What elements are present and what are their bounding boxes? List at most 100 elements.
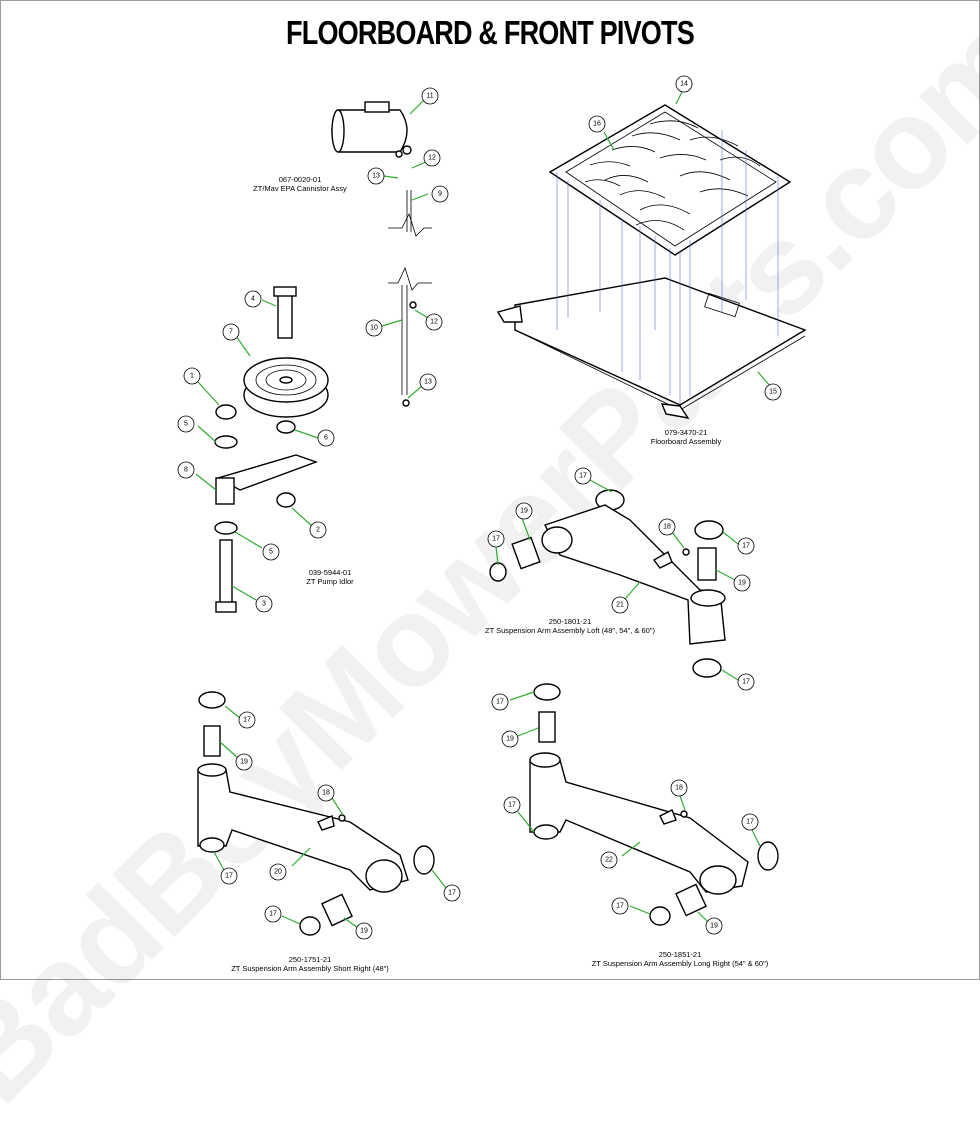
svg-text:12: 12 <box>430 319 438 326</box>
callout-10: 10 <box>365 319 403 337</box>
cannister-caption: 067-0020-01 ZT/Mav EPA Cannistor Assy <box>240 175 360 193</box>
svg-text:17: 17 <box>269 911 277 918</box>
svg-text:19: 19 <box>520 508 528 515</box>
svg-text:18: 18 <box>322 790 330 797</box>
callout-17: 17 <box>224 705 256 729</box>
svg-text:22: 22 <box>605 857 613 864</box>
svg-text:7: 7 <box>229 329 233 336</box>
svg-text:17: 17 <box>243 717 251 724</box>
callout-13: 13 <box>367 167 399 185</box>
svg-text:17: 17 <box>746 819 754 826</box>
svg-text:17: 17 <box>448 890 456 897</box>
arm-long-right-drawing <box>529 683 779 926</box>
callout-17: 17 <box>741 813 761 847</box>
svg-text:19: 19 <box>506 736 514 743</box>
pump-idler-caption: 039-5944-01 ZT Pump Idlor <box>280 568 380 586</box>
callout-18: 18 <box>658 518 685 549</box>
svg-text:14: 14 <box>680 81 688 88</box>
callout-7: 7 <box>222 323 251 357</box>
svg-text:1: 1 <box>190 373 194 380</box>
arm-short-right-part-number: 250-1751-21 <box>288 955 332 964</box>
callout-1: 1 <box>183 367 220 406</box>
svg-text:4: 4 <box>251 296 255 303</box>
hose-10-drawing <box>388 266 432 407</box>
callout-19: 19 <box>515 502 533 541</box>
svg-text:5: 5 <box>269 549 273 556</box>
callout-19: 19 <box>715 569 751 592</box>
svg-text:6: 6 <box>324 435 328 442</box>
callout-18: 18 <box>317 784 344 816</box>
svg-text:9: 9 <box>438 191 442 198</box>
callout-19: 19 <box>697 911 723 935</box>
svg-text:19: 19 <box>710 923 718 930</box>
callout-15: 15 <box>757 371 782 401</box>
callout-17: 17 <box>611 897 651 915</box>
callout-20: 20 <box>269 847 311 881</box>
svg-text:15: 15 <box>769 389 777 396</box>
callout-17: 17 <box>722 531 755 555</box>
arm-short-right-caption: 250-1751-21 ZT Suspension Arm Assembly S… <box>220 955 400 973</box>
callout-17: 17 <box>503 796 535 833</box>
callout-12: 12 <box>414 309 443 331</box>
svg-text:11: 11 <box>426 93 433 100</box>
floorboard-projection-lines <box>556 130 779 404</box>
pump-idler-part-number: 039-5944-01 <box>308 568 352 577</box>
callout-5: 5 <box>234 531 280 561</box>
epa-cannister-drawing <box>331 101 412 158</box>
svg-text:18: 18 <box>675 785 683 792</box>
callout-14: 14 <box>675 75 693 105</box>
callout-17: 17 <box>213 851 238 885</box>
callout-17: 17 <box>264 905 301 925</box>
svg-text:3: 3 <box>262 601 266 608</box>
callout-22: 22 <box>600 841 641 869</box>
callout-16: 16 <box>588 115 615 151</box>
arm-short-right-name: ZT Suspension Arm Assembly Short Right (… <box>231 964 389 973</box>
arm-left-name: ZT Suspension Arm Assembly Loft (48", 54… <box>484 626 655 635</box>
page-title: FLOORBOARD & FRONT PIVOTS <box>286 14 695 51</box>
arm-left-part-number: 250-1801-21 <box>548 617 592 626</box>
callout-6: 6 <box>294 429 335 447</box>
callout-19: 19 <box>219 741 253 771</box>
svg-text:12: 12 <box>428 155 436 162</box>
floorboard-part-number: 079-3470-21 <box>664 428 708 437</box>
callout-17: 17 <box>487 530 505 566</box>
arm-long-right-caption: 250-1851-21 ZT Suspension Arm Assembly L… <box>580 950 780 968</box>
svg-text:17: 17 <box>508 802 516 809</box>
svg-text:17: 17 <box>616 903 624 910</box>
svg-text:17: 17 <box>579 473 587 480</box>
arm-left-drawing <box>489 489 726 678</box>
svg-text:16: 16 <box>593 121 601 128</box>
svg-text:17: 17 <box>742 679 750 686</box>
callout-17: 17 <box>574 467 613 493</box>
svg-text:19: 19 <box>360 928 368 935</box>
callout-18: 18 <box>670 779 688 811</box>
parts-diagram: 11 12 13 9 10 12 13 14 16 15 <box>177 75 807 940</box>
svg-text:19: 19 <box>738 580 746 587</box>
svg-text:5: 5 <box>184 421 188 428</box>
floor-pan-drawing <box>496 277 807 419</box>
svg-text:17: 17 <box>492 536 500 543</box>
callout-9: 9 <box>411 185 449 203</box>
arm-long-right-part-number: 250-1851-21 <box>658 950 702 959</box>
svg-text:20: 20 <box>274 869 282 876</box>
pump-idler-name: ZT Pump Idlor <box>306 577 354 586</box>
callout-8: 8 <box>177 461 217 491</box>
svg-text:21: 21 <box>616 602 624 609</box>
callout-17: 17 <box>491 691 535 711</box>
cannister-part-number: 067-0020-01 <box>278 175 322 184</box>
callout-3: 3 <box>231 585 273 613</box>
pump-idler-drawing <box>214 286 329 613</box>
svg-text:17: 17 <box>225 873 233 880</box>
arm-left-caption: 250-1801-21 ZT Suspension Arm Assembly L… <box>470 617 670 635</box>
floorboard-caption: 079-3470-21 Floorboard Assembly <box>636 428 736 446</box>
svg-text:17: 17 <box>742 543 750 550</box>
callout-13: 13 <box>407 373 437 399</box>
svg-text:2: 2 <box>316 527 320 534</box>
callout-19: 19 <box>343 917 373 940</box>
cannister-name: ZT/Mav EPA Cannistor Assy <box>253 184 347 193</box>
svg-text:10: 10 <box>370 325 378 332</box>
callout-4: 4 <box>244 290 277 308</box>
arm-short-right-drawing <box>197 691 435 936</box>
callout-19: 19 <box>501 727 539 748</box>
svg-text:8: 8 <box>184 467 188 474</box>
